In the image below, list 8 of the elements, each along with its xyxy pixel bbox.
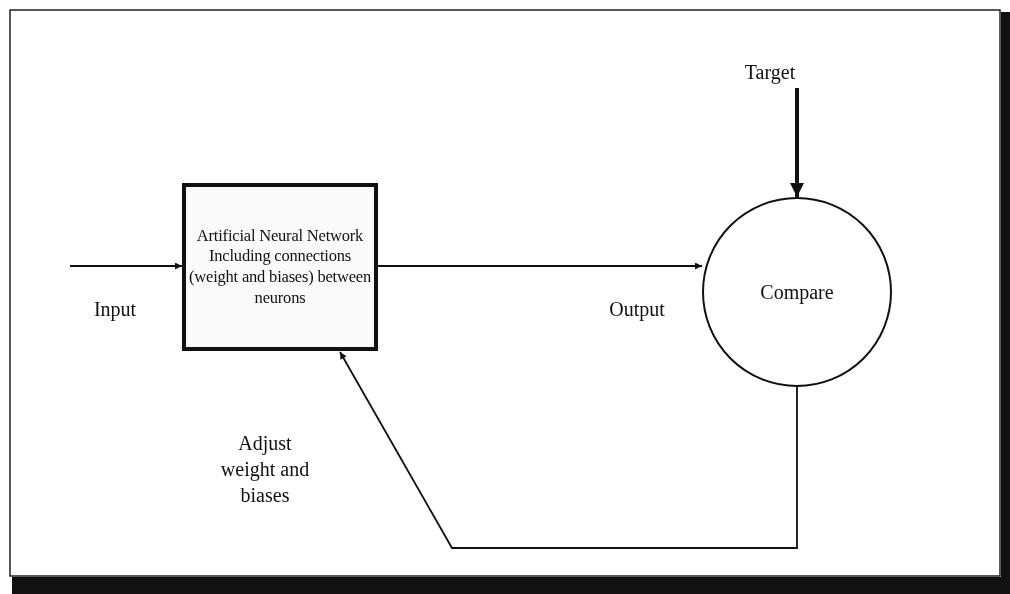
arrow <box>377 262 703 270</box>
process-box: Artificial Neural Network Including connections (weight and biases) between neurons <box>182 183 378 351</box>
arrow <box>339 351 798 549</box>
arrow <box>790 88 804 197</box>
arrow <box>69 262 183 270</box>
compare-circle: Compare <box>702 197 892 387</box>
input-label: Input <box>92 297 138 322</box>
node-label: Target <box>740 58 800 86</box>
